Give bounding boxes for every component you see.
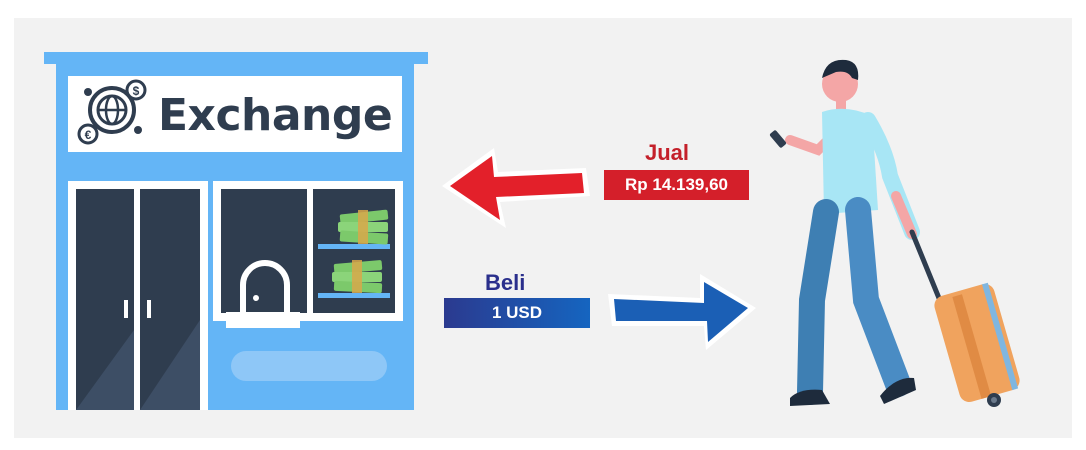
sell-rate-title: Jual [645,140,690,165]
buy-rate-title: Beli [485,270,526,295]
suitcase-icon [909,229,1020,407]
cash-stack-icon [332,260,383,294]
shop-roof [44,52,428,64]
shoe-left [790,389,830,406]
person-leg-back [797,199,839,405]
shop-door [68,181,208,410]
door-handle-left [124,300,128,318]
arrow-right-icon [608,274,756,350]
cash-stack-icon [338,209,389,245]
door-handle-right [147,300,151,318]
arrow-left-icon [442,148,590,228]
shop-sign-title: Exchange [158,90,393,141]
person-head [822,66,858,102]
traveler-person [769,59,920,406]
buy-rate-value: 1 USD [444,298,590,328]
person-hair [822,59,859,80]
svg-text:€: € [85,128,92,142]
phone-icon [769,130,787,148]
shop-sign [68,76,402,152]
person-shirt [822,108,878,214]
shelf-bottom [318,293,390,298]
teller-window [221,189,307,328]
exchange-shop: $ € [44,52,428,410]
money-shelf-window [313,189,395,313]
sell-rate-value: Rp 14.139,60 [604,170,749,200]
shelf-top [318,244,390,249]
shop-counter [231,351,387,381]
svg-text:$: $ [133,84,140,98]
shoe-right [880,377,916,404]
person-leg-front [845,197,911,397]
currency-exchange-icon: $ € [77,79,147,145]
